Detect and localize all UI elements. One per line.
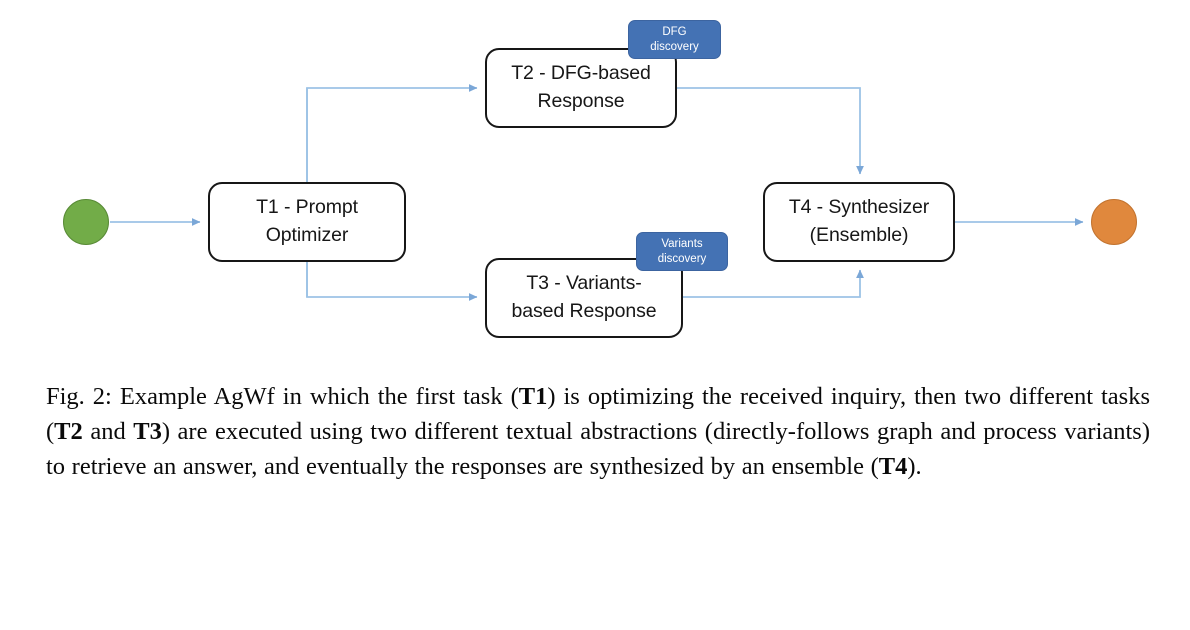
badge-variants-line2: discovery [657, 252, 707, 265]
node-t2-line1: T2 - DFG-based [511, 62, 651, 85]
end-node[interactable] [1091, 199, 1137, 245]
caption-part-4: ) are executed using two different textu… [46, 417, 1150, 480]
edge-t3-t4 [683, 269, 864, 298]
workflow-diagram: T1 - Prompt Optimizer T2 - DFG-based Res… [63, 20, 1137, 338]
caption-part-2: ) is optimizing the received inquiry, th… [46, 383, 1150, 445]
badge-dfg-line2: discovery [650, 40, 699, 53]
caption-ref-t3: T3 [133, 417, 162, 445]
caption-part-3: and [82, 417, 134, 445]
start-node[interactable] [63, 199, 109, 245]
badge-variants-discovery[interactable]: Variants discovery [636, 232, 728, 271]
node-t1-prompt-optimizer[interactable]: T1 - Prompt Optimizer [208, 182, 406, 262]
node-t4-line2: (Ensemble) [809, 224, 909, 246]
edge-t2-t4 [677, 87, 864, 175]
node-t3-line1: T3 - Variants- [526, 272, 642, 295]
node-t4-synthesizer-ensemble[interactable]: T4 - Synthesizer (Ensemble) [763, 182, 955, 262]
caption-ref-t4: T4 [878, 452, 908, 480]
badge-variants-line1: Variants [661, 238, 703, 251]
node-t1-line2: Optimizer [265, 224, 349, 246]
caption-ref-t1: T1 [518, 383, 548, 410]
node-t1-line1: T1 - Prompt [256, 196, 358, 219]
badge-dfg-discovery[interactable]: DFG discovery [628, 20, 721, 59]
node-t3-line2: based Response [511, 300, 657, 322]
node-t4-line1: T4 - Synthesizer [788, 196, 930, 219]
badge-dfg-line1: DFG [662, 26, 687, 39]
figure-caption: Fig. 2: Example AgWf in which the first … [46, 380, 1150, 484]
caption-part-5: ). [907, 452, 922, 480]
edge-t1-t3 [306, 88, 478, 301]
node-t2-dfg-based-response[interactable]: T2 - DFG-based Response [485, 48, 677, 128]
node-t2-line2: Response [537, 90, 625, 112]
caption-part-1: Fig. 2: Example AgWf in which the first … [46, 383, 519, 410]
node-t3-variants-based-response[interactable]: T3 - Variants- based Response [485, 258, 683, 338]
caption-ref-t2: T2 [54, 417, 83, 445]
